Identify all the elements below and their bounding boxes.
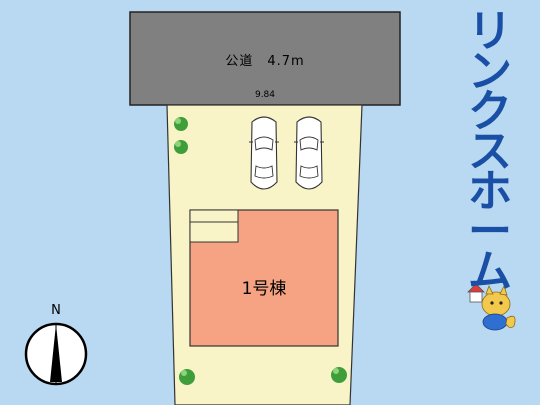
frontage-dimension: 9.84 xyxy=(254,90,276,100)
logo-char: ー xyxy=(468,206,512,257)
building-label: 1号棟 xyxy=(241,279,287,299)
public-road xyxy=(129,11,401,106)
logo-char: ム xyxy=(468,246,512,297)
north-label: N xyxy=(51,303,61,318)
logo-char: ン xyxy=(468,46,512,97)
parking-car-1 xyxy=(249,116,279,190)
tree-icon xyxy=(174,140,188,154)
parking-car-2 xyxy=(294,116,324,190)
company-logo: リ ン ク ス ホ ー ム xyxy=(452,8,528,348)
logo-char: リ xyxy=(468,6,512,57)
logo-char: ク xyxy=(468,86,512,137)
tree-icon xyxy=(331,367,347,383)
logo-char: ス xyxy=(468,126,512,177)
tree-icon xyxy=(179,369,195,385)
tree-icon xyxy=(174,117,188,131)
logo-char: ホ xyxy=(468,166,512,217)
road-label: 公道 4.7m xyxy=(225,54,305,69)
north-arrow-icon xyxy=(24,322,88,386)
mascot-icon xyxy=(467,283,516,331)
porch xyxy=(189,209,239,243)
